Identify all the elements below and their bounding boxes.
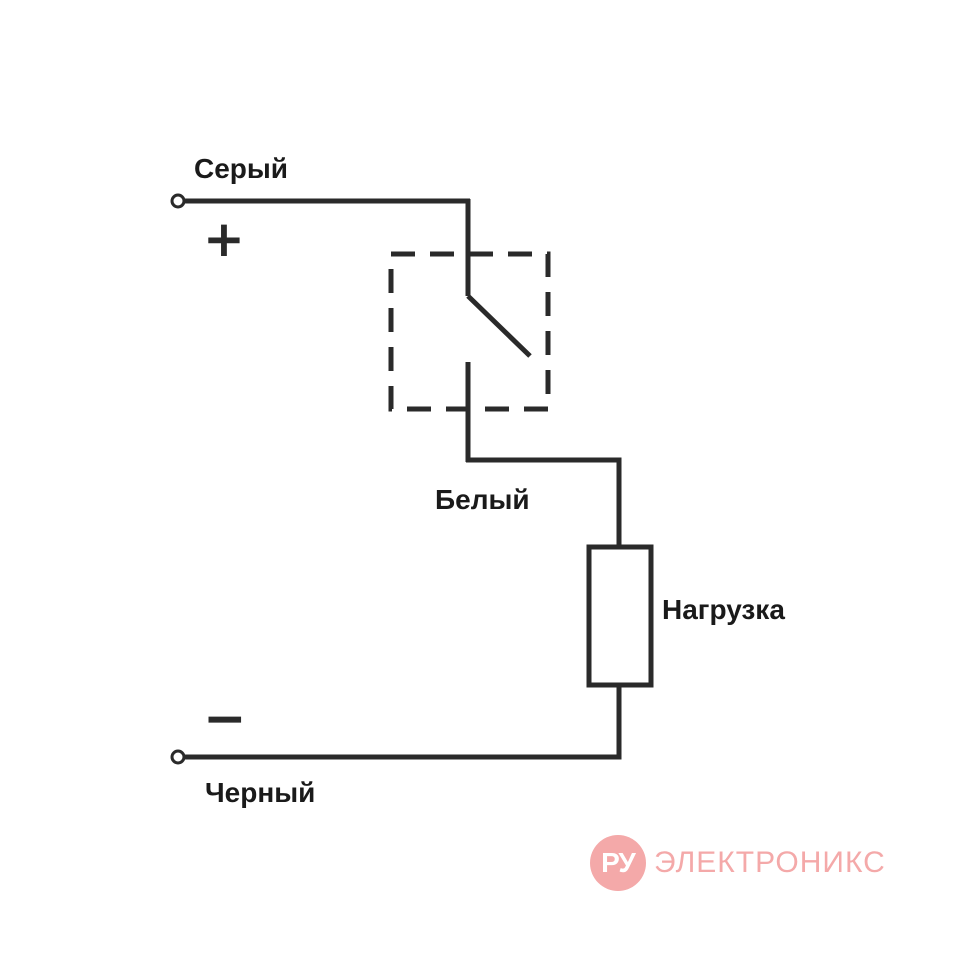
load-resistor (586, 544, 654, 688)
terminal-positive (170, 193, 186, 209)
switch-housing (388, 251, 551, 412)
label-black-wire: Черный (205, 777, 316, 808)
label-load: Нагрузка (662, 594, 785, 625)
switch-lever (466, 294, 532, 358)
label-white-wire: Белый (435, 484, 530, 515)
brand-logo: РУ ЭЛЕКТРОНИКС (590, 835, 920, 891)
terminal-negative (170, 749, 186, 765)
wire-white (466, 457, 622, 547)
logo-badge: РУ (590, 835, 646, 891)
wire-black (184, 685, 622, 760)
logo-wordmark: ЭЛЕКТРОНИКС (654, 846, 886, 879)
plus-sign: + (203, 210, 245, 268)
label-gray-wire: Серый (194, 153, 289, 184)
minus-sign: − (203, 689, 247, 749)
